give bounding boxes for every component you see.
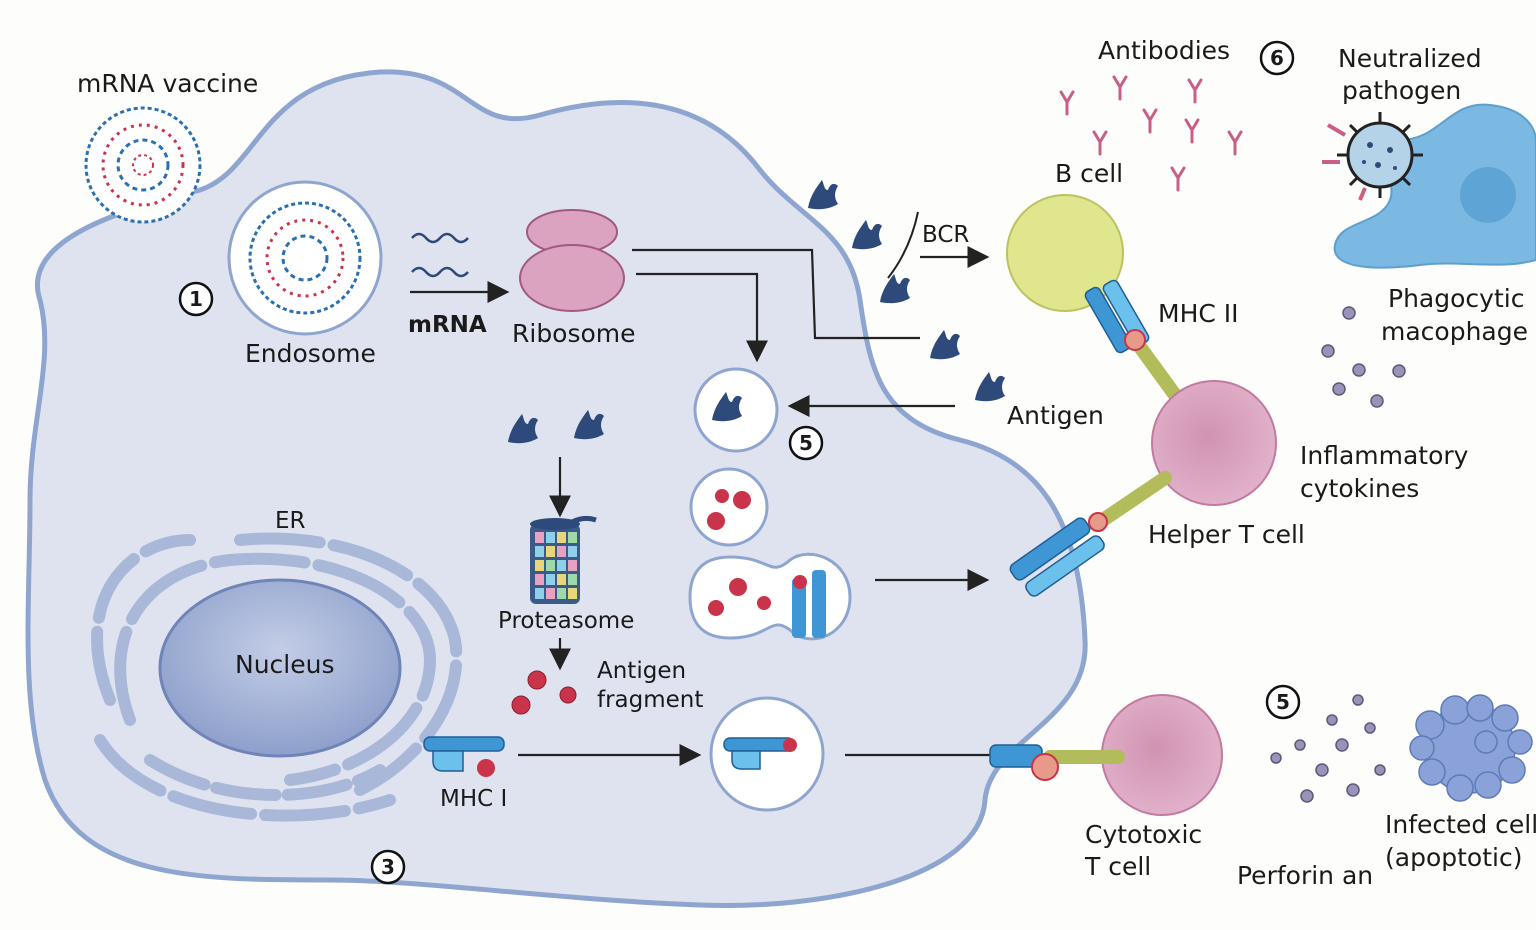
er-label: ER: [275, 508, 306, 534]
svg-text:5: 5: [799, 431, 813, 455]
svg-text:1: 1: [189, 287, 203, 311]
proteasome-icon: [530, 515, 597, 604]
perforin-granules: [1270, 694, 1386, 803]
arrow-ribosome-to-vesicle: [636, 272, 768, 363]
bcr-label: BCR: [922, 222, 969, 248]
antigen-icon: [852, 220, 882, 250]
cytotoxic-label-2: T cell: [1084, 852, 1151, 881]
mhc-ii-tcr-complex: [1084, 279, 1182, 402]
b-cell-label: B cell: [1055, 159, 1123, 188]
antigen-icon: [808, 180, 838, 210]
macrophage-nucleus: [1460, 167, 1516, 223]
phagocytic-macrophage: [1333, 103, 1536, 269]
mrna-strands-icon: [411, 232, 469, 278]
nucleus: [158, 578, 402, 758]
phagocytic-label-2: macophage: [1381, 317, 1528, 346]
neutralized-label-1: Neutralized: [1338, 44, 1482, 73]
antibodies-label: Antibodies: [1098, 36, 1230, 65]
perforin-label: Perforin an: [1237, 861, 1373, 890]
antigen-icon: [975, 372, 1005, 402]
phagocytic-label-1: Phagocytic: [1388, 284, 1524, 313]
mhc-ii-label: MHC II: [1158, 299, 1239, 328]
cytotoxic-label-1: Cytotoxic: [1085, 820, 1202, 849]
mhc-i-loaded-icon: [723, 737, 797, 770]
svg-text:6: 6: [1270, 46, 1284, 70]
mrna-vaccine-particle: [84, 106, 202, 224]
svg-text:5: 5: [1276, 690, 1290, 714]
mhc-ii-in-vesicle: [708, 570, 826, 638]
mhc-i-label: MHC I: [440, 786, 507, 812]
antigen-label: Antigen: [1007, 401, 1104, 430]
ribosome-label: Ribosome: [512, 319, 636, 348]
step-marker-6: 6: [1259, 40, 1295, 76]
svg-text:3: 3: [381, 855, 395, 879]
helper-t-cell-label: Helper T cell: [1148, 520, 1305, 549]
mrna-label: mRNA: [408, 312, 487, 338]
antigen-icon: [930, 330, 960, 360]
step-marker-1: 1: [178, 281, 214, 317]
antigen-icon: [880, 274, 910, 304]
infected-cell-label-1: Infected cell: [1385, 810, 1536, 839]
proteasome-label: Proteasome: [498, 608, 634, 634]
b-cell: [1006, 194, 1124, 312]
endoplasmic-reticulum: [91, 532, 463, 822]
endosome-label: Endosome: [245, 339, 376, 368]
cytokine-dots: [1321, 306, 1406, 408]
antigen-fragments: [707, 489, 751, 530]
step-marker-3: 3: [370, 849, 406, 885]
infected-cell-label-2: (apoptotic): [1385, 843, 1522, 872]
nucleus-label: Nucleus: [235, 650, 335, 679]
fragment-vesicle: [689, 467, 769, 547]
antigen-fragment-dots: [511, 670, 577, 715]
ribosome: [519, 209, 625, 312]
mrna-vaccine-label: mRNA vaccine: [77, 69, 258, 98]
inflammatory-label-2: cytokines: [1300, 474, 1419, 503]
neutralized-pathogen: [1322, 112, 1423, 201]
step-marker-5b: 5: [1265, 684, 1301, 720]
bcr-line: [887, 211, 919, 279]
antigen-fragment-label-2: fragment: [597, 687, 703, 713]
mhc-i-loaded-vesicle: [709, 696, 825, 812]
tcr-mhc-i-complex: [989, 744, 1125, 781]
antigen-fragment-label-1: Antigen: [597, 658, 686, 684]
inflammatory-label-1: Inflammatory: [1300, 441, 1469, 470]
arrow-ribosome-to-surface: [632, 248, 920, 340]
helper-t-cell: [1151, 380, 1277, 506]
infected-apoptotic-cell: [1409, 694, 1533, 802]
helper-t-receptor-complex: [1009, 471, 1172, 597]
mhc-i-icon: [423, 736, 505, 777]
endosome: [227, 180, 383, 336]
step-marker-5a: 5: [788, 425, 824, 461]
neutralized-label-2: pathogen: [1342, 76, 1461, 105]
